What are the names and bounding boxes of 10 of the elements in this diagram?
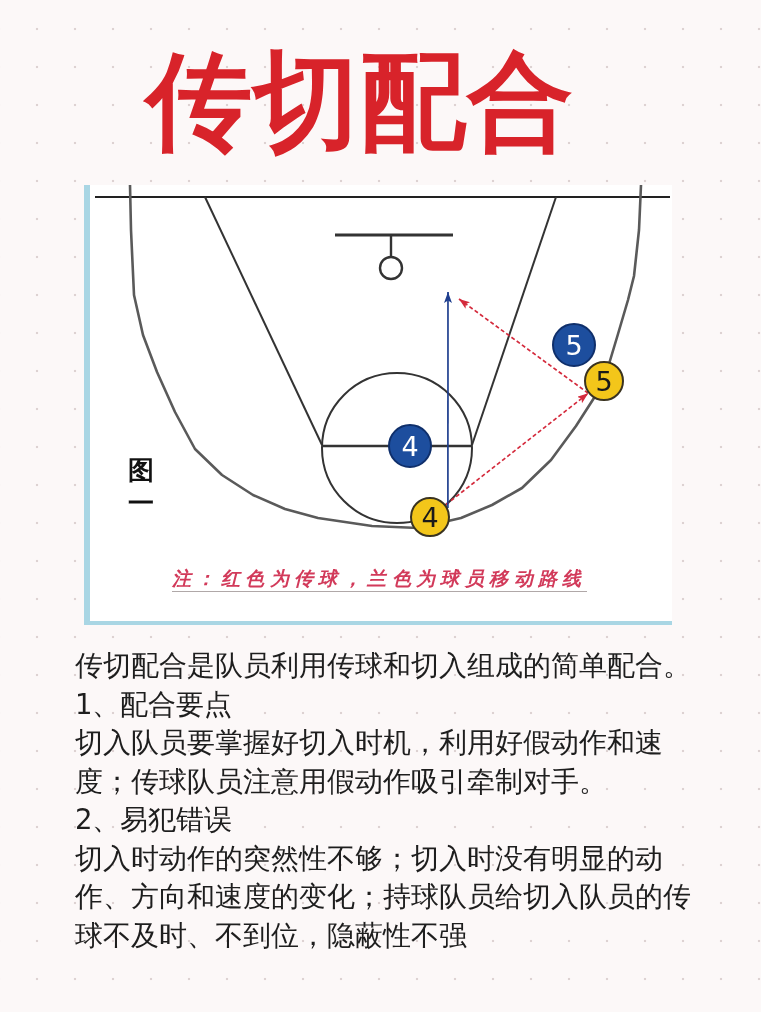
dashed-arrow xyxy=(458,298,590,395)
section-heading: 2、易犯错误 xyxy=(75,802,234,837)
body-paragraph: 传切配合是队员利用传球和切入组成的简单配合。 xyxy=(75,648,692,683)
section-heading: 1、配合要点 xyxy=(75,686,234,722)
arrow xyxy=(444,291,452,509)
body-paragraph: 切入队员要掌握好切入时机，利用好假动作和速度；传球队员注意用假动作吸引牵制对手。 xyxy=(75,725,664,799)
body-paragraph: 切入时动作的突然性不够；切入时没有明显的动作、方向和速度的变化；持球队员给切入队员的传球不及时、不到位，隐蔽性不强 xyxy=(75,840,692,953)
note-text: 注：红色为传球，兰色为球员移动路线 xyxy=(172,565,587,592)
dashed-arrow xyxy=(444,392,590,506)
figure-label: 图一 xyxy=(128,454,154,519)
